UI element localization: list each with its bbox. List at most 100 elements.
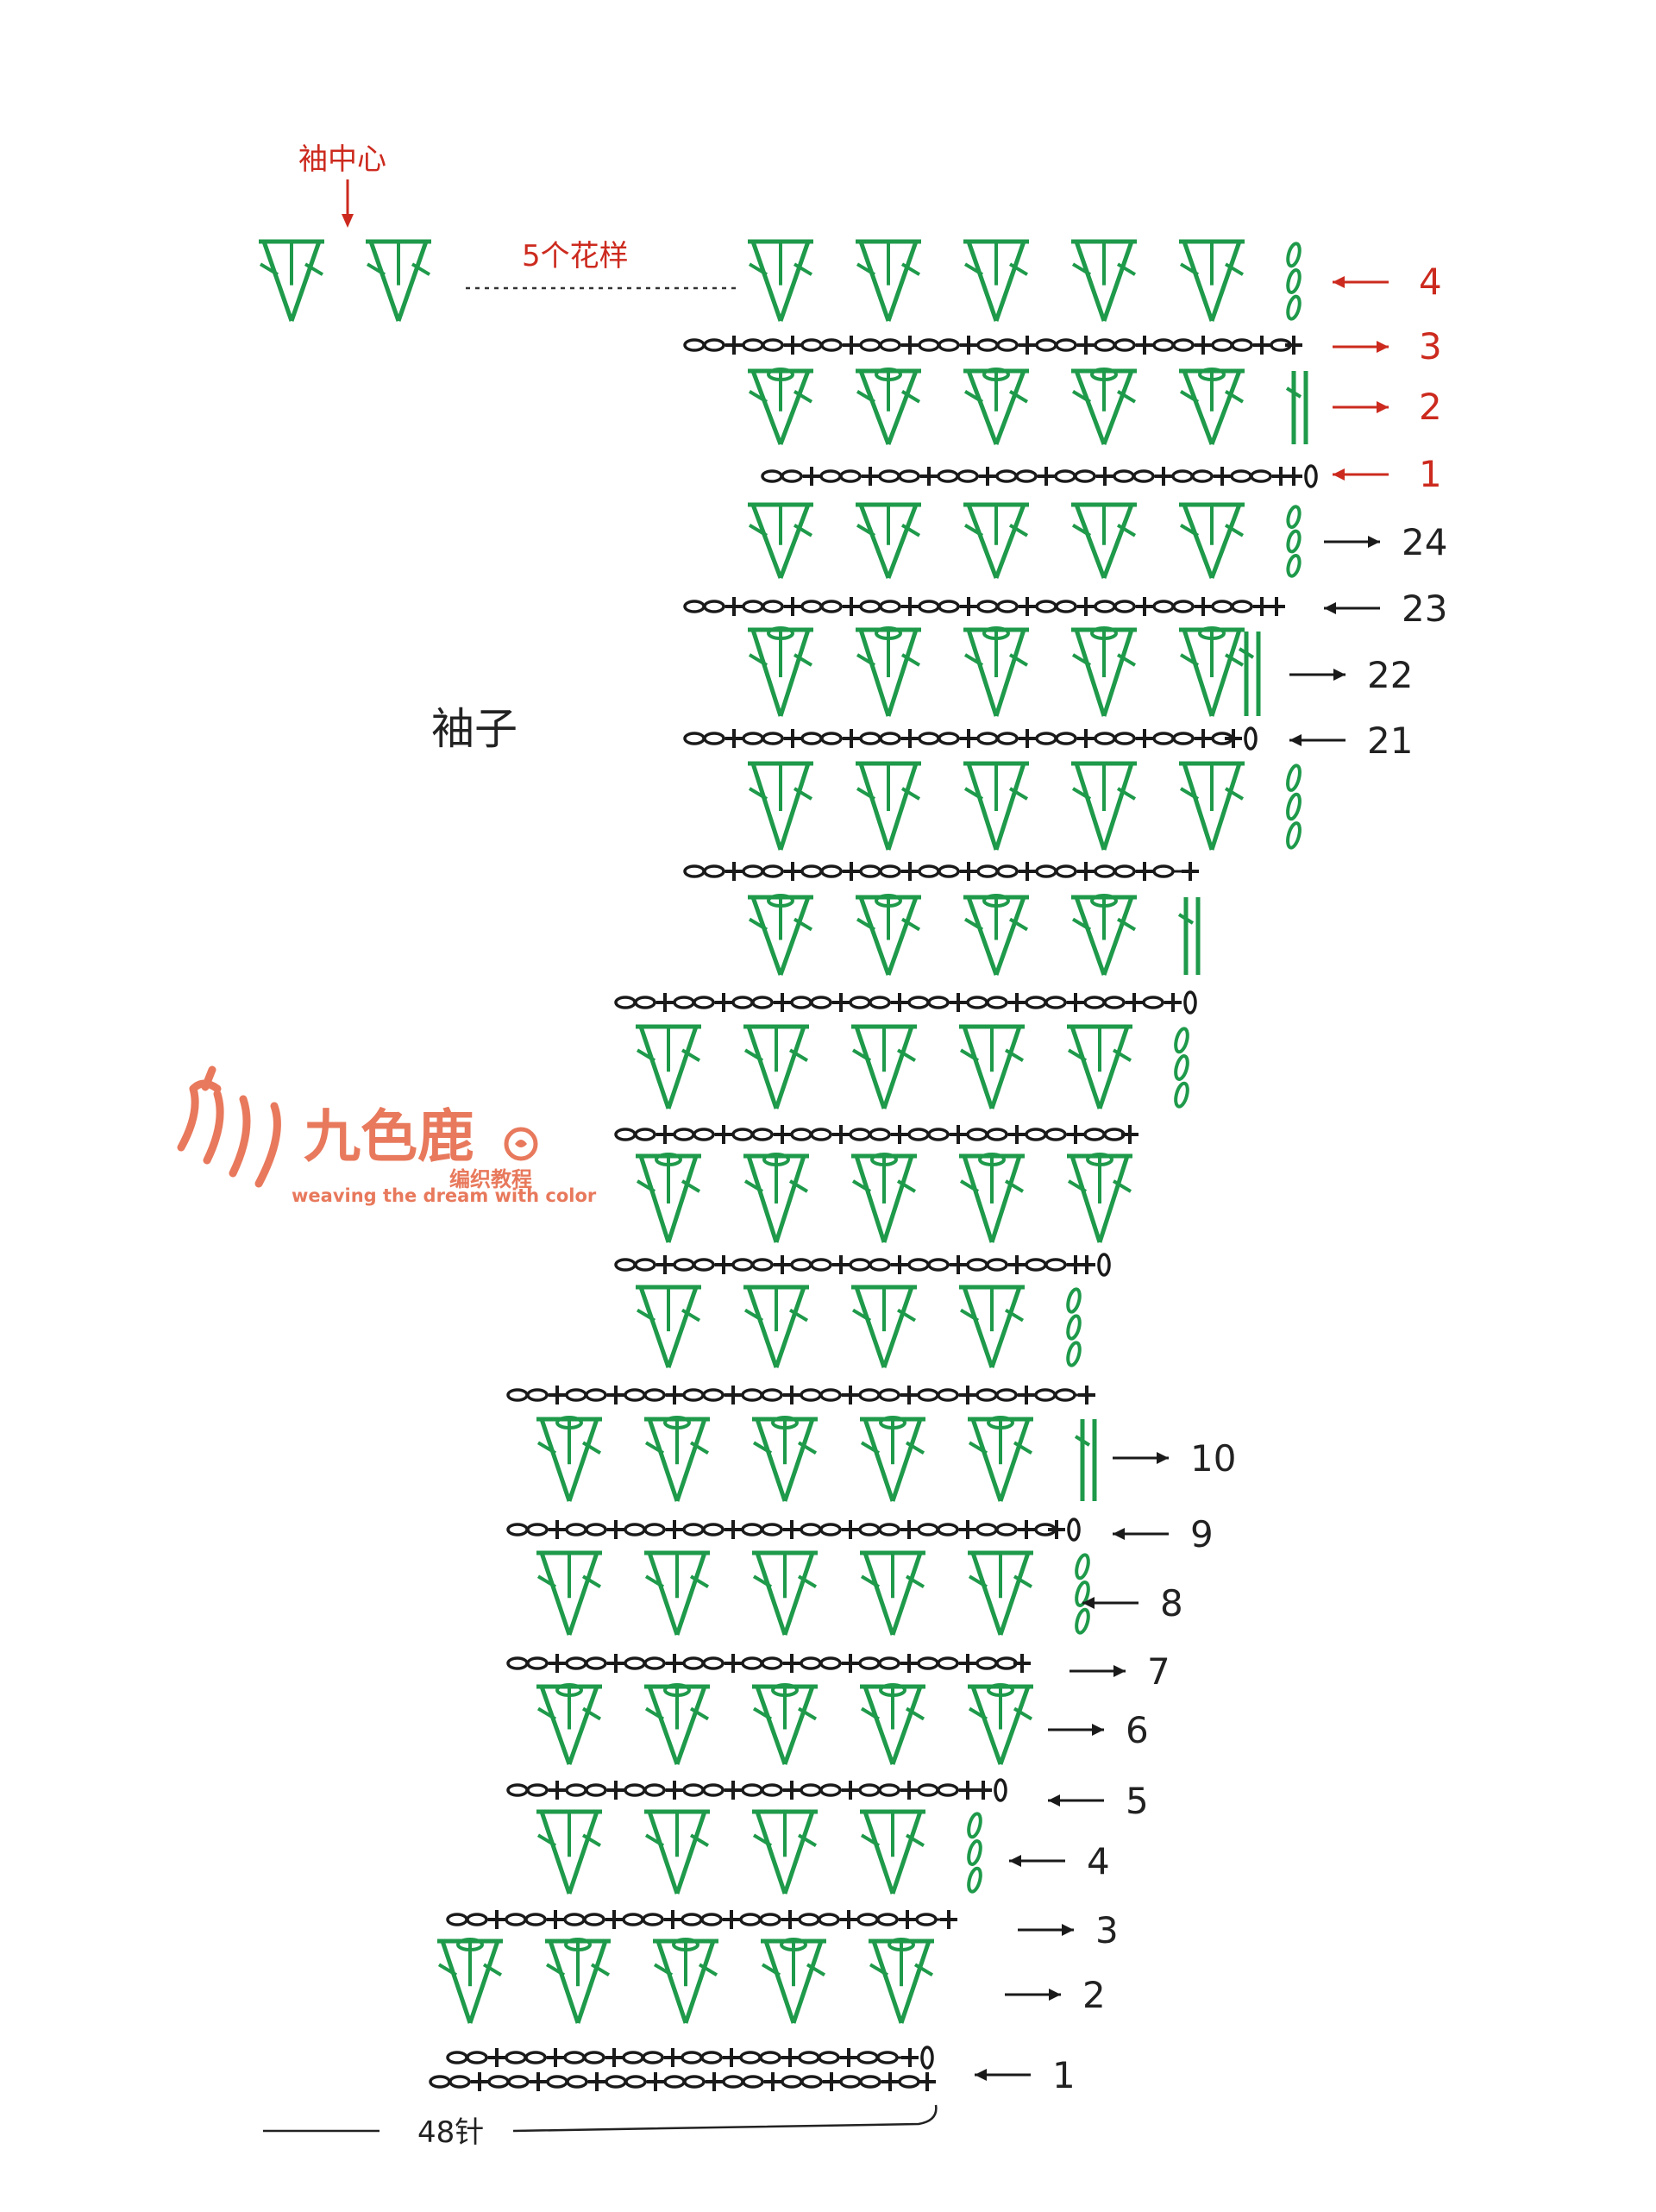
watermark-tagline: weaving the dream with color xyxy=(292,1185,597,1206)
row-label: 7 xyxy=(1070,1650,1170,1693)
dc-v-cluster xyxy=(636,1024,701,1109)
row-number: 9 xyxy=(1190,1513,1214,1555)
dc-v-cluster xyxy=(536,1550,602,1636)
row-number: 4 xyxy=(1087,1840,1110,1882)
arrow-left-icon xyxy=(975,2069,1031,2081)
row-number: 21 xyxy=(1367,720,1413,762)
dc-v-cluster xyxy=(1071,368,1137,445)
dc-v-cluster xyxy=(1067,1153,1132,1243)
turning-chain xyxy=(1177,897,1201,975)
arrow-left-icon xyxy=(1082,1597,1138,1609)
turning-chain xyxy=(1238,632,1261,716)
row-label: 24 xyxy=(1324,521,1447,563)
dc-v-cluster xyxy=(860,1416,925,1502)
dc-v-cluster xyxy=(963,502,1029,579)
dc-v-cluster xyxy=(437,1938,503,2024)
dc-v-cluster xyxy=(536,1683,602,1765)
row-number: 6 xyxy=(1126,1709,1149,1751)
row-number: 1 xyxy=(1052,2054,1076,2096)
arrow-right-icon xyxy=(1070,1665,1126,1677)
turning-chain xyxy=(1174,1027,1189,1109)
chain-row xyxy=(614,1253,1111,1277)
dc-v-cluster xyxy=(851,1024,917,1109)
dc-v-cluster xyxy=(1071,894,1137,976)
dc-v-cluster xyxy=(748,626,813,717)
arrow-right-icon xyxy=(1018,1924,1074,1936)
arrow-right-icon xyxy=(1005,1989,1061,2001)
dc-v-cluster xyxy=(856,239,921,322)
dc-v-cluster xyxy=(959,1153,1025,1243)
arrow-right-icon xyxy=(1324,536,1380,548)
dc-v-cluster xyxy=(748,761,813,851)
dc-v-cluster xyxy=(856,368,921,445)
row-label: 4 xyxy=(1333,261,1442,303)
dc-v-cluster xyxy=(1179,626,1245,717)
dc-v-cluster xyxy=(1071,502,1137,579)
dc-v-cluster xyxy=(856,502,921,579)
turning-chain xyxy=(1074,1419,1097,1501)
chain-row xyxy=(506,1518,1081,1542)
turning-chain xyxy=(967,1812,982,1894)
row-label: 10 xyxy=(1113,1437,1236,1480)
turning-chain xyxy=(1286,764,1302,850)
row-label: 2 xyxy=(1005,1974,1106,2016)
chain-row xyxy=(446,1910,957,1929)
dc-v-cluster xyxy=(636,1285,701,1368)
row-label: 2 xyxy=(1333,386,1442,428)
dc-v-cluster xyxy=(752,1809,818,1895)
dc-v-cluster xyxy=(259,239,324,322)
row-label: 21 xyxy=(1289,720,1413,762)
chain-row xyxy=(506,1778,1007,1802)
row-number: 10 xyxy=(1190,1437,1236,1480)
chain-row xyxy=(683,862,1199,881)
dc-v-cluster xyxy=(748,368,813,445)
dc-v-cluster xyxy=(1071,626,1137,717)
arrow-left-icon xyxy=(1324,602,1380,614)
dc-v-cluster xyxy=(536,1416,602,1502)
dc-v-cluster xyxy=(644,1416,710,1502)
dc-v-cluster xyxy=(1071,761,1137,851)
arrow-left-icon xyxy=(1009,1855,1065,1867)
dc-v-cluster xyxy=(743,1153,809,1243)
dc-v-cluster xyxy=(856,761,921,851)
dc-v-cluster xyxy=(752,1683,818,1765)
dc-v-cluster xyxy=(963,626,1029,717)
dc-v-cluster xyxy=(869,1938,934,2024)
chain-row xyxy=(506,1386,1095,1404)
dc-v-cluster xyxy=(644,1550,710,1636)
row-number: 2 xyxy=(1082,1974,1106,2016)
arrow-left-icon xyxy=(1333,468,1389,481)
row-label: 8 xyxy=(1082,1582,1183,1624)
dc-v-cluster xyxy=(644,1809,710,1895)
dc-v-cluster xyxy=(1179,502,1245,579)
turning-chain xyxy=(1075,1553,1090,1635)
dc-v-cluster xyxy=(968,1416,1033,1502)
dc-v-cluster xyxy=(1071,239,1137,322)
dc-v-cluster xyxy=(1179,239,1245,322)
turning-chain xyxy=(1286,242,1302,321)
chain-row xyxy=(683,726,1258,751)
arrow-right-icon xyxy=(1333,341,1389,353)
arrow-left-icon xyxy=(1113,1528,1169,1540)
row-number: 5 xyxy=(1126,1780,1149,1822)
dc-v-cluster xyxy=(748,239,813,322)
row-number: 23 xyxy=(1402,588,1447,630)
dc-v-cluster xyxy=(743,1024,809,1109)
chain-row xyxy=(446,2045,934,2070)
dc-v-cluster xyxy=(1179,761,1245,851)
dc-v-cluster xyxy=(959,1024,1025,1109)
row-label: 3 xyxy=(1333,325,1442,368)
width-label: 48针 xyxy=(417,2115,484,2150)
sleeve-center-label: 袖中心 xyxy=(298,142,386,177)
watermark-brand: 九色鹿 xyxy=(304,1103,474,1170)
dc-v-cluster xyxy=(752,1550,818,1636)
row-number: 4 xyxy=(1419,261,1442,303)
dc-v-cluster xyxy=(856,626,921,717)
chain-row xyxy=(683,336,1302,355)
arrow-right-icon xyxy=(1289,669,1346,681)
dc-v-cluster xyxy=(644,1683,710,1765)
repeat-label: 5个花样 xyxy=(522,239,629,273)
dc-v-cluster xyxy=(752,1416,818,1502)
dc-v-cluster xyxy=(653,1938,718,2024)
